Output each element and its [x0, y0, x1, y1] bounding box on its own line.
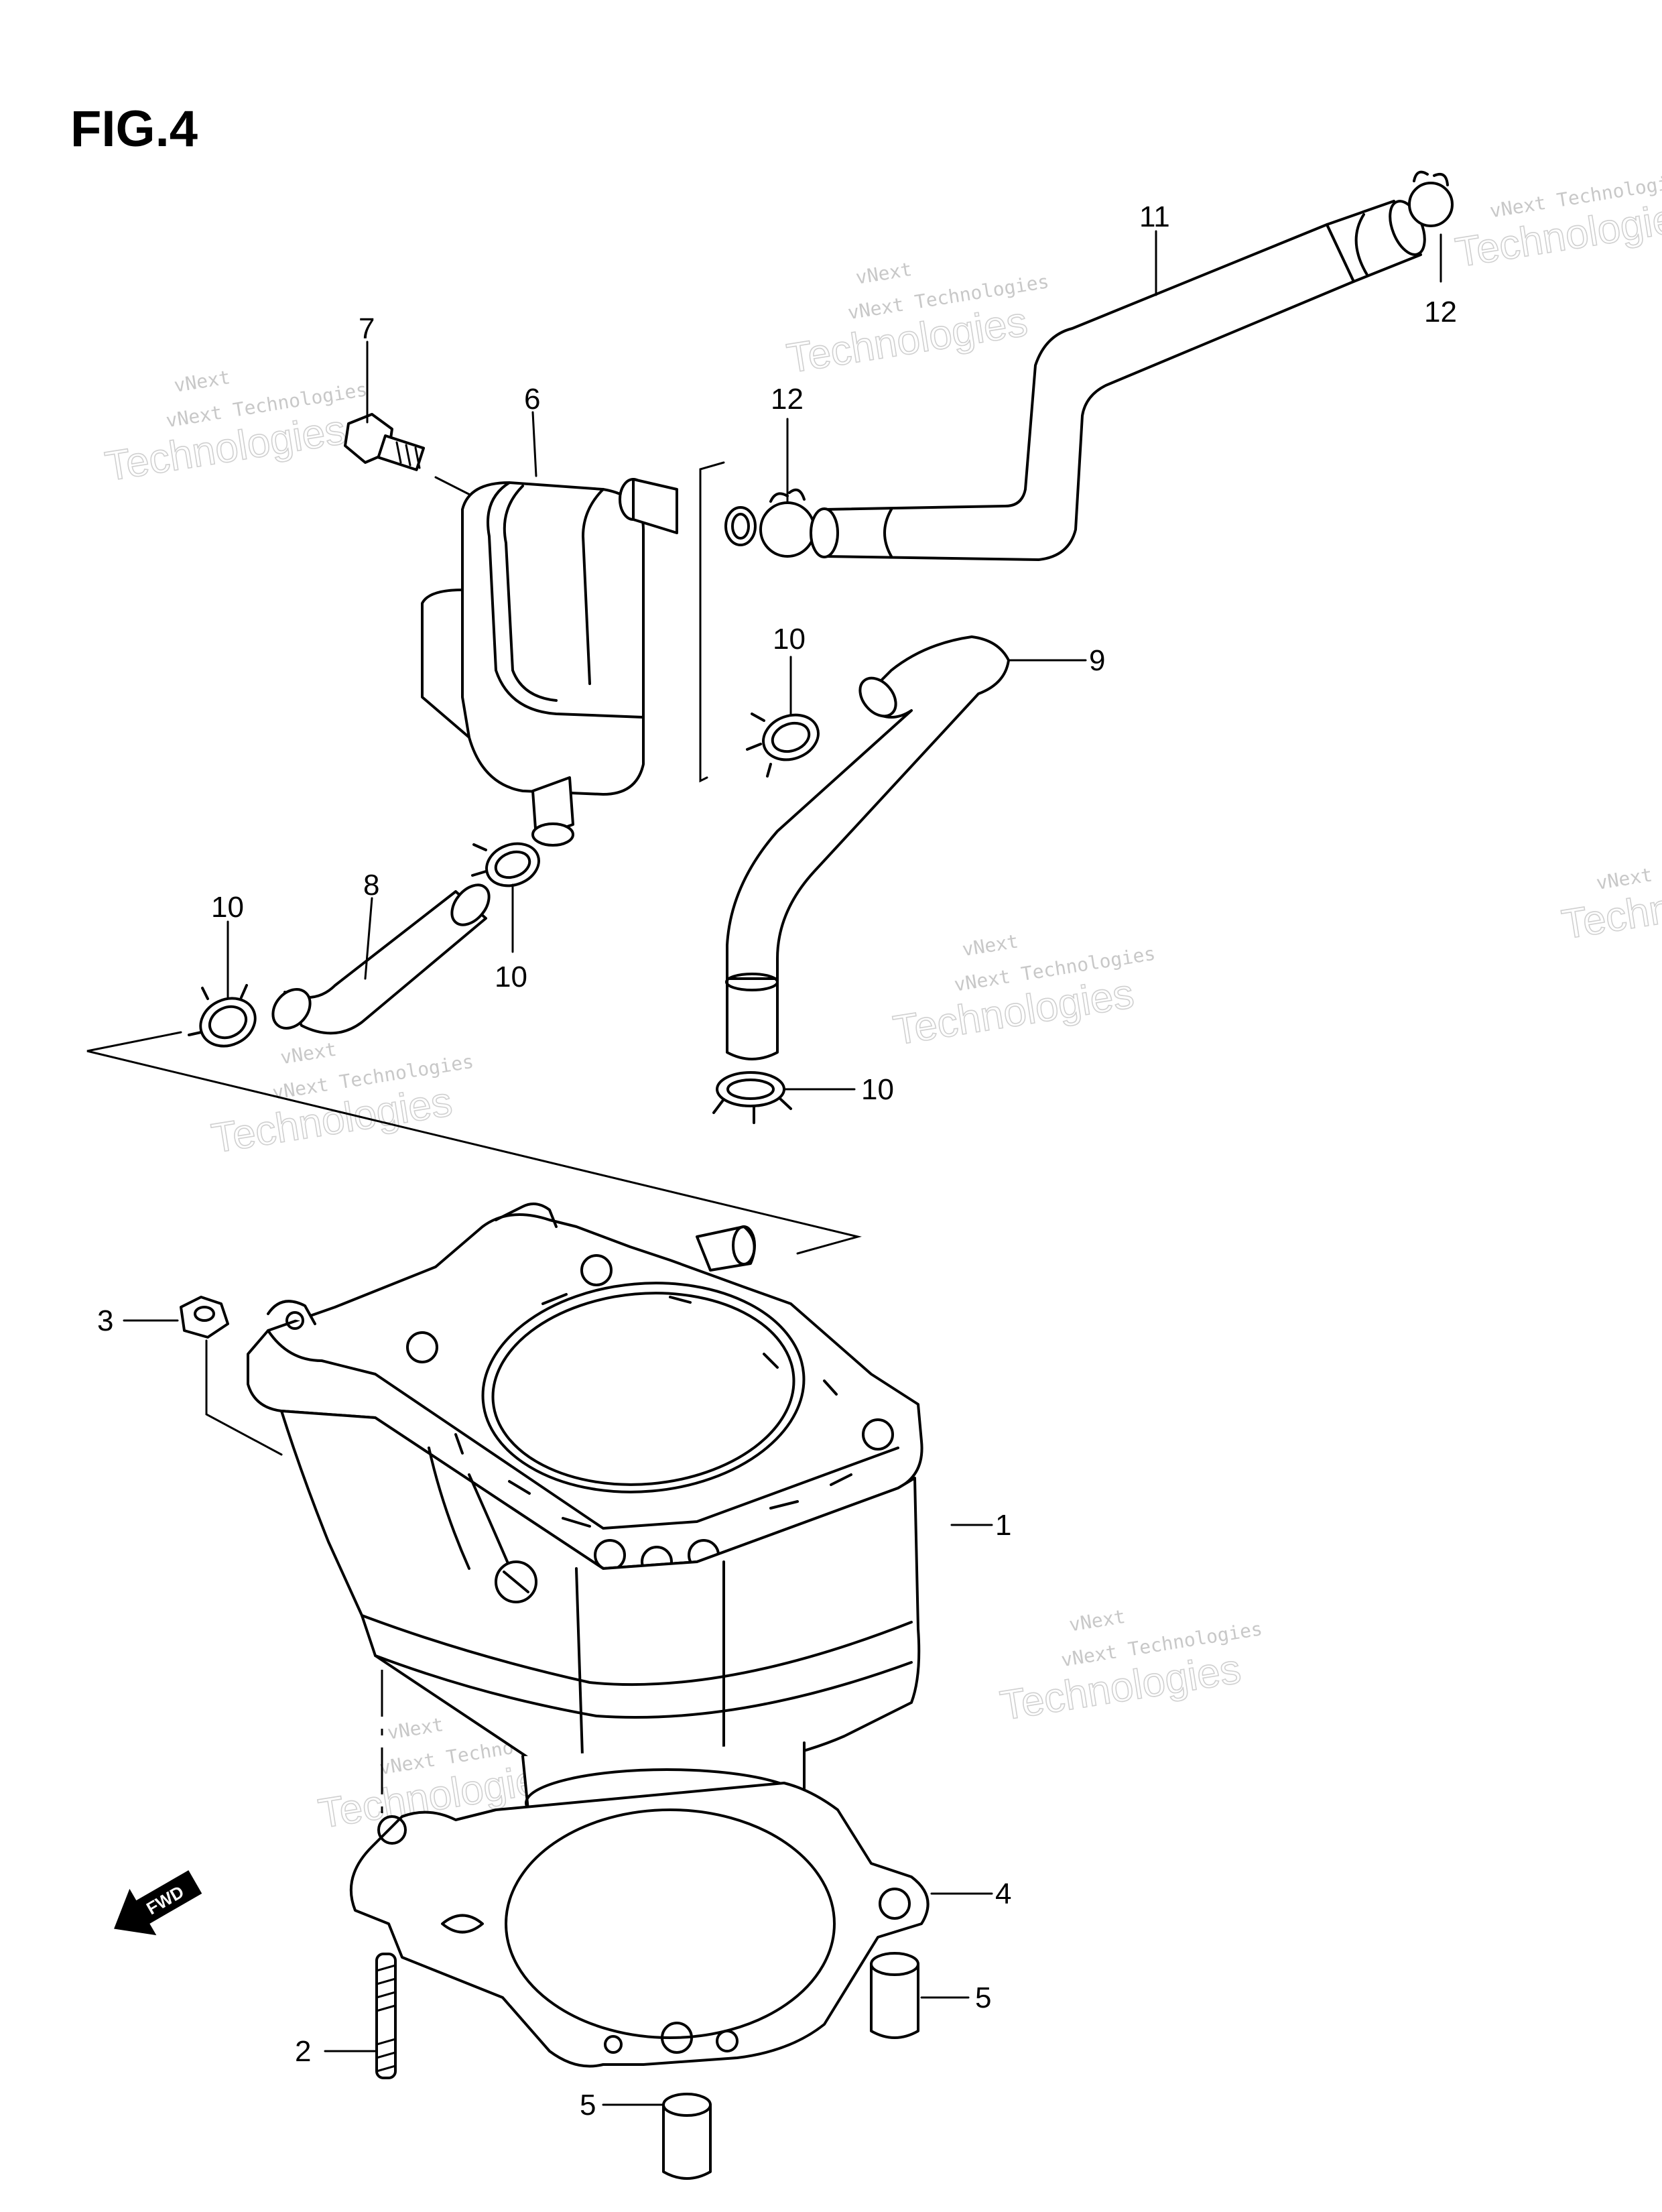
callout-leaders — [123, 230, 1442, 2106]
part-11-hose — [810, 200, 1426, 561]
part-12-clip-upper — [724, 488, 816, 558]
callout-9: 9 — [1089, 644, 1105, 677]
part-10-clamp-upper — [746, 713, 820, 778]
svg-text:vNext: vNext — [960, 930, 1019, 961]
part-10-clamp-lower — [712, 1071, 792, 1124]
callout-7: 7 — [359, 312, 375, 345]
svg-text:vNext: vNext — [279, 1038, 338, 1069]
watermark: vNext vNext Technologies Technologies — [890, 930, 1157, 1054]
part-1-cylinder — [247, 1203, 923, 1849]
svg-text:vNext: vNext — [386, 1713, 445, 1744]
callout-2: 2 — [295, 2035, 311, 2068]
callout-10-lower: 10 — [861, 1073, 894, 1106]
callout-12-right: 12 — [1424, 296, 1457, 328]
part-9-hose — [725, 635, 1010, 1060]
callout-3: 3 — [97, 1304, 113, 1337]
callout-10-upper: 10 — [773, 623, 806, 656]
part-6-breather-box — [421, 478, 678, 847]
callout-10-center: 10 — [495, 961, 527, 993]
figure-title: FIG.4 — [70, 101, 198, 158]
part-7-bolt — [344, 413, 481, 501]
callout-4: 4 — [995, 1878, 1011, 1910]
callout-1: 1 — [995, 1509, 1011, 1542]
part-5-dowel-right — [870, 1952, 919, 2039]
callout-5-right: 5 — [975, 1981, 991, 2014]
callout-8: 8 — [363, 869, 379, 902]
forward-arrow-icon: FWD — [114, 1870, 202, 1936]
part-4-gasket — [349, 1782, 930, 2068]
callout-12-center: 12 — [771, 383, 804, 416]
watermark: vNext vNext Technologies Technologies — [101, 366, 369, 491]
part-5-dowel-lower — [662, 2093, 712, 2180]
callout-10-left: 10 — [211, 891, 244, 924]
part-8-hose — [271, 883, 491, 1035]
watermark: vNext vNext Technologies Technologies — [997, 1605, 1264, 1730]
part-10-clamp-center — [471, 842, 540, 887]
svg-text:vNext: vNext — [854, 258, 913, 289]
callout-11: 11 — [1139, 200, 1170, 233]
part-12-clip-lower — [1408, 170, 1454, 227]
part-2-stud — [375, 1953, 397, 2079]
part-10-clamp-left — [188, 984, 257, 1048]
callout-6: 6 — [524, 383, 540, 416]
part-3-nut — [180, 1296, 283, 1456]
watermark-edge: vNext Technologies Technologies vNext Te… — [1452, 168, 1662, 948]
watermark: vNext vNext Technologies Technologies — [783, 258, 1051, 383]
callout-labels: 1 2 3 4 5 5 6 7 8 9 10 10 10 10 11 12 12 — [97, 200, 1457, 2122]
svg-text:vNext: vNext — [172, 366, 231, 397]
svg-text:vNext Technologies: vNext Technologies — [1595, 841, 1662, 894]
callout-5-lower: 5 — [580, 2089, 596, 2122]
svg-text:vNext: vNext — [1068, 1605, 1127, 1636]
